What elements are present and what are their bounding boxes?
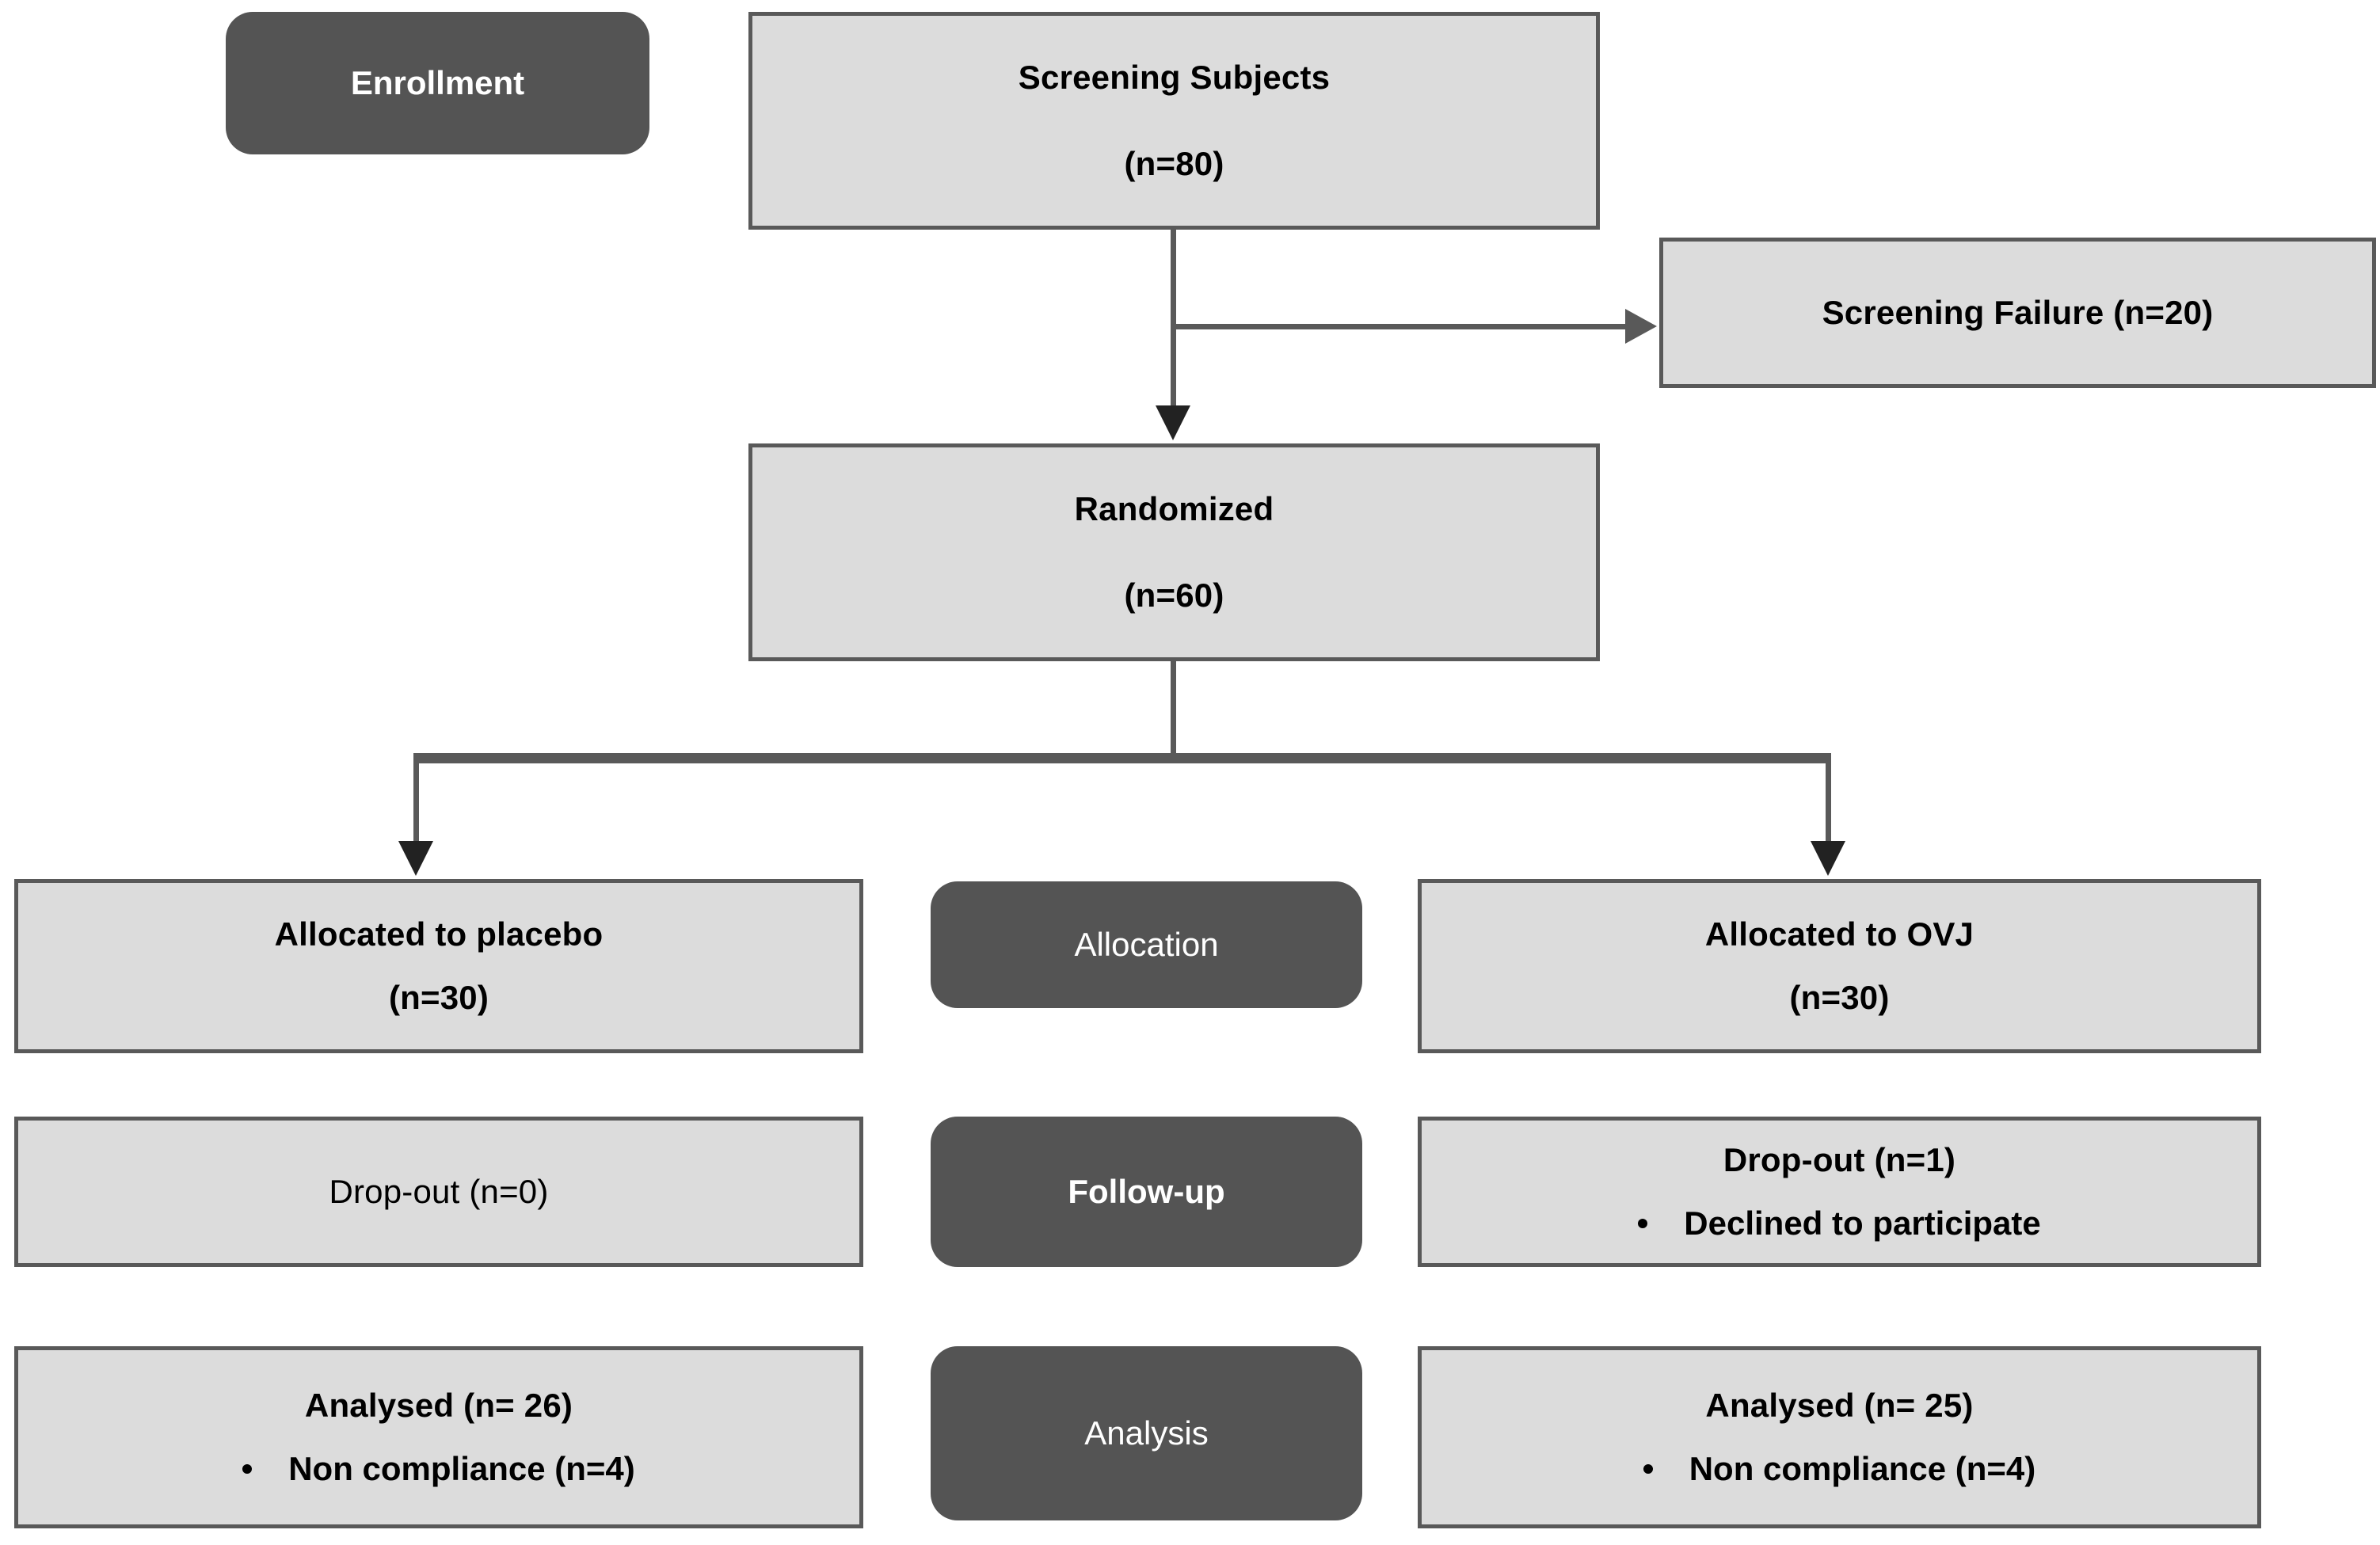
connector-split-right-drop xyxy=(1826,758,1831,845)
stage-label-allocation: Allocation xyxy=(931,881,1362,1008)
node-randomized: Randomized (n=60) xyxy=(748,443,1600,661)
followup-ovj-reason-row: Declined to participate xyxy=(1422,1204,2257,1242)
stage-label-analysis-text: Analysis xyxy=(1084,1414,1209,1452)
connector-randomized-stem xyxy=(1171,661,1176,758)
node-analysis-placebo: Analysed (n= 26) Non compliance (n=4) xyxy=(14,1346,863,1528)
connector-screening-trunk-upper xyxy=(1171,230,1176,399)
followup-ovj-reason: Declined to participate xyxy=(1684,1204,2041,1242)
allocated-ovj-title: Allocated to OVJ xyxy=(1704,915,1974,953)
connector-split-left-drop xyxy=(413,758,419,845)
arrow-to-placebo-icon xyxy=(398,841,433,876)
analysis-ovj-reason-row: Non compliance (n=4) xyxy=(1422,1450,2257,1487)
stage-label-analysis: Analysis xyxy=(931,1346,1362,1520)
analysis-ovj-title: Analysed (n= 25) xyxy=(1705,1386,1974,1424)
randomized-title: Randomized xyxy=(1074,490,1274,528)
connector-screening-to-failure xyxy=(1171,324,1628,329)
bullet-dot-icon xyxy=(1643,1464,1653,1475)
analysis-ovj-reason: Non compliance (n=4) xyxy=(1689,1450,2036,1487)
node-allocated-placebo: Allocated to placebo (n=30) xyxy=(14,879,863,1053)
connector-screening-trunk-lower xyxy=(1171,331,1176,410)
screening-subjects-count: (n=80) xyxy=(1124,144,1224,182)
screening-subjects-title: Screening Subjects xyxy=(1018,59,1331,97)
arrow-screening-to-failure-icon xyxy=(1625,309,1657,344)
bullet-dot-icon xyxy=(242,1464,253,1475)
node-screening-subjects: Screening Subjects (n=80) xyxy=(748,12,1600,230)
analysis-placebo-reason-row: Non compliance (n=4) xyxy=(18,1450,859,1487)
node-allocated-ovj: Allocated to OVJ (n=30) xyxy=(1418,879,2261,1053)
node-screening-failure: Screening Failure (n=20) xyxy=(1659,238,2376,388)
randomized-count: (n=60) xyxy=(1124,576,1224,614)
bullet-dot-icon xyxy=(1638,1219,1648,1229)
analysis-placebo-title: Analysed (n= 26) xyxy=(304,1386,573,1424)
arrow-screening-to-randomized-icon xyxy=(1156,405,1190,440)
stage-label-enrollment-text: Enrollment xyxy=(350,64,525,101)
analysis-placebo-reason: Non compliance (n=4) xyxy=(288,1450,635,1487)
node-followup-placebo: Drop-out (n=0) xyxy=(14,1117,863,1267)
allocated-placebo-count: (n=30) xyxy=(388,979,489,1016)
allocated-placebo-title: Allocated to placebo xyxy=(274,915,604,953)
followup-ovj-title: Drop-out (n=1) xyxy=(1723,1140,1956,1178)
followup-placebo-title: Drop-out (n=0) xyxy=(329,1172,549,1210)
node-analysis-ovj: Analysed (n= 25) Non compliance (n=4) xyxy=(1418,1346,2261,1528)
stage-label-follow-up: Follow-up xyxy=(931,1117,1362,1267)
stage-label-follow-up-text: Follow-up xyxy=(1068,1173,1225,1210)
allocated-ovj-count: (n=30) xyxy=(1789,979,1890,1016)
screening-failure-title: Screening Failure (n=20) xyxy=(1822,293,2214,331)
node-followup-ovj: Drop-out (n=1) Declined to participate xyxy=(1418,1117,2261,1267)
arrow-to-ovj-icon xyxy=(1811,841,1845,876)
stage-label-enrollment: Enrollment xyxy=(226,12,649,154)
stage-label-allocation-text: Allocation xyxy=(1074,926,1219,963)
connector-randomized-split-bar xyxy=(413,753,1831,763)
